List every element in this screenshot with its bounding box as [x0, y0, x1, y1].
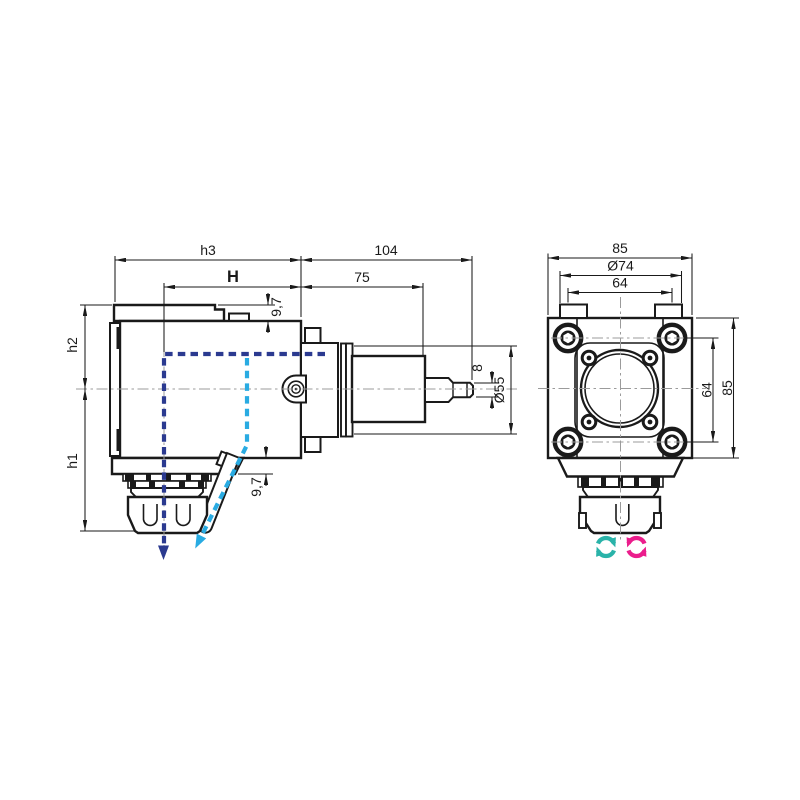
nut-slot	[142, 504, 158, 527]
rotation-ccw-arc	[626, 546, 647, 559]
cover-notch	[116, 327, 121, 349]
rotation-cw-arc	[596, 546, 616, 559]
side-view-dimensions: h3 104 H 75 9,7 9,7 h2 h1	[64, 242, 517, 532]
flange-tab	[304, 436, 322, 453]
dim-104-label: 104	[374, 242, 398, 258]
primary-tool-axis-arrowhead	[158, 545, 169, 560]
nut-side-notch	[653, 512, 662, 529]
bolt-icon	[580, 413, 598, 431]
dim-dia74-label: Ø74	[607, 258, 634, 274]
nut-slot	[175, 504, 191, 527]
primary-tool-axis-arrow	[161, 351, 325, 545]
flange-tab	[304, 327, 322, 344]
ring-tick	[581, 477, 589, 487]
front-view	[538, 297, 706, 541]
cover-notch	[116, 429, 121, 451]
spindle-head-frame	[574, 342, 665, 438]
dim-8-label: 8	[469, 364, 485, 372]
dim-97-bottom-label: 9,7	[248, 477, 264, 497]
dim-97-top-label: 9,7	[268, 297, 284, 317]
ring-tick	[186, 474, 191, 481]
ring-tick	[146, 474, 151, 481]
bottom-plate	[110, 456, 245, 476]
rotation-cw-arrows-icon	[596, 535, 616, 559]
er-collet-nut	[126, 495, 209, 535]
stepped-shaft	[424, 377, 474, 403]
dim-64-top-label: 64	[612, 275, 628, 291]
ring-tick	[634, 477, 639, 487]
ring-tick	[651, 477, 660, 487]
secondary-tool-axis-arrowhead	[195, 533, 207, 549]
tool-axis-arrows	[158, 351, 325, 560]
dim-85-top-label: 85	[612, 240, 628, 256]
ring-tick	[149, 481, 155, 488]
secondary-tool-axis-arrow	[199, 358, 250, 537]
dim-64-right-label: 64	[699, 382, 715, 398]
nut-side-notch	[578, 512, 587, 529]
collet-ring-band	[127, 480, 207, 489]
rotation-cw-arc	[596, 535, 616, 548]
ring-tick	[198, 481, 204, 488]
collet-taper-ring	[130, 487, 204, 498]
bolt-icon	[580, 349, 598, 367]
bolt-icon	[641, 349, 659, 367]
dim-H-label: H	[227, 268, 239, 286]
bolt-icon	[641, 413, 659, 431]
dim-75-label: 75	[354, 269, 370, 285]
dim-h3-label: h3	[200, 242, 216, 258]
rotation-ccw-arc	[626, 535, 647, 548]
dim-dia55-label: Ø55	[491, 377, 507, 404]
ring-tick	[201, 474, 209, 481]
front-top-tab	[559, 303, 588, 319]
dim-85-right-label: 85	[719, 380, 735, 396]
front-top-tab	[654, 303, 683, 319]
rotation-ccw-arrows-icon	[626, 535, 647, 559]
ring-tick	[166, 474, 171, 481]
dim-h1-label: h1	[64, 453, 80, 469]
nut-slot	[615, 504, 630, 527]
ring-tick	[130, 481, 136, 488]
ring-tick	[179, 481, 185, 488]
front-view-dimensions: 85 Ø74 64 64 85	[547, 240, 739, 459]
side-view	[76, 303, 517, 554]
ring-tick	[601, 477, 606, 487]
top-plate	[112, 303, 226, 323]
ring-tick	[125, 474, 134, 481]
dim-h2-label: h2	[64, 337, 80, 353]
